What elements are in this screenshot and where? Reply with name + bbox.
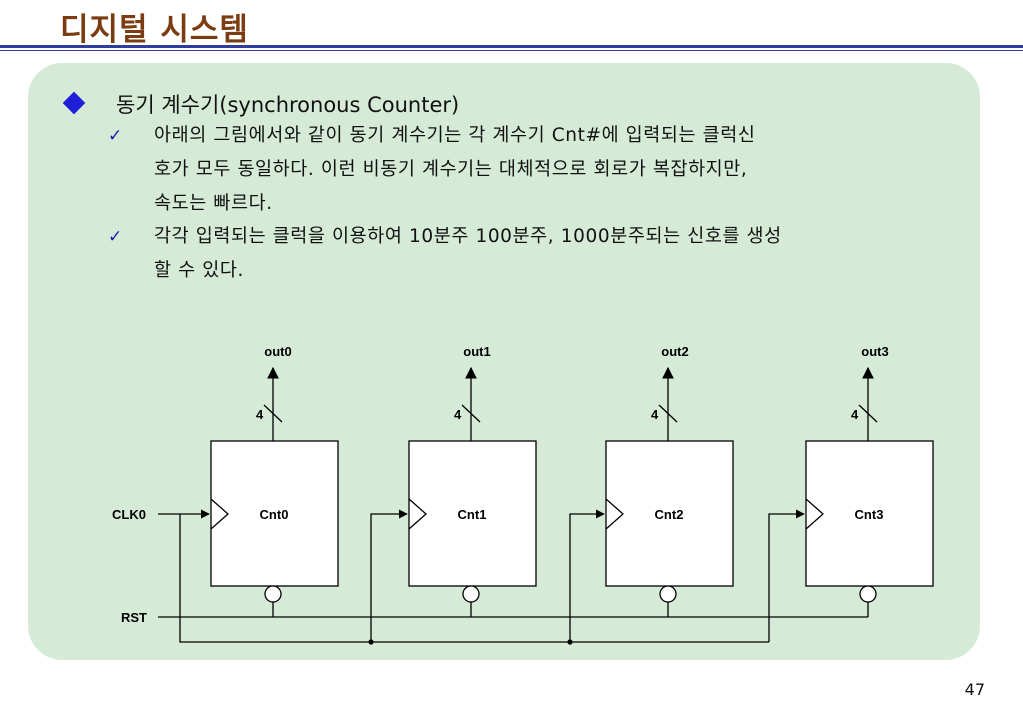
clock-triangle (210, 498, 229, 530)
counter-box-cnt1 (408, 440, 537, 587)
reset-bubble (462, 585, 480, 603)
text-line: 아래의 그림에서와 같이 동기 계수기는 각 계수기 Cnt#에 입력되는 클럭… (154, 125, 756, 146)
bus-width-label: 4 (256, 407, 264, 422)
section-heading: 동기 계수기(synchronous Counter) (116, 93, 460, 117)
clock-branch (768, 509, 805, 642)
sub-bullet-text: 각각 입력되는 클럭을 이용하여 10분주 100분주, 1000분주되는 신호… (154, 220, 966, 288)
text-line: 호가 모두 동일하다. 이런 비동기 계수기는 대체적으로 회로가 복잡하지만, (154, 159, 748, 180)
bus-slash (263, 404, 283, 423)
clock-branch (569, 509, 605, 642)
check-bullet-icon: ✓ (108, 126, 123, 146)
bus-slash (858, 404, 878, 423)
counter-label: Cnt0 (260, 507, 289, 522)
counter-label: Cnt3 (855, 507, 884, 522)
text-line: 속도는 빠르다. (154, 193, 273, 214)
counter-label: Cnt2 (655, 507, 684, 522)
bus-width-label: 4 (454, 407, 462, 422)
bus-width-label: 4 (851, 407, 859, 422)
clock-triangle (408, 498, 427, 530)
title-rule-thin (0, 50, 1023, 51)
bus-slash (461, 404, 481, 423)
output-label: out3 (861, 344, 888, 359)
check-bullet-icon: ✓ (108, 227, 123, 247)
slide-title: 디지털 시스템 (60, 12, 249, 48)
sub-bullet-text: 아래의 그림에서와 같이 동기 계수기는 각 계수기 Cnt#에 입력되는 클럭… (154, 119, 966, 221)
clock-label: CLK0 (112, 507, 146, 522)
output-label: out2 (661, 344, 688, 359)
counter-box-cnt0 (210, 440, 339, 587)
clock-triangle (605, 498, 624, 530)
reset-label: RST (121, 610, 147, 625)
junction-dot (368, 639, 374, 645)
reset-bubble (859, 585, 877, 603)
counter-box-cnt2 (605, 440, 734, 587)
text-line: 할 수 있다. (154, 260, 244, 281)
reset-bubble (659, 585, 677, 603)
title-rule (0, 45, 1023, 48)
text-line: 각각 입력되는 클럭을 이용하여 10분주 100분주, 1000분주되는 신호… (154, 226, 782, 247)
clock-triangle (805, 498, 824, 530)
reset-bubble (264, 585, 282, 603)
junction-dot (567, 639, 573, 645)
counter-label: Cnt1 (458, 507, 487, 522)
page-number: 47 (964, 680, 985, 699)
bus-width-label: 4 (651, 407, 659, 422)
clock-bus (179, 514, 769, 643)
output-label: out0 (264, 344, 291, 359)
bus-slash (658, 404, 678, 423)
output-label: out1 (463, 344, 490, 359)
clock-branch (370, 509, 408, 642)
